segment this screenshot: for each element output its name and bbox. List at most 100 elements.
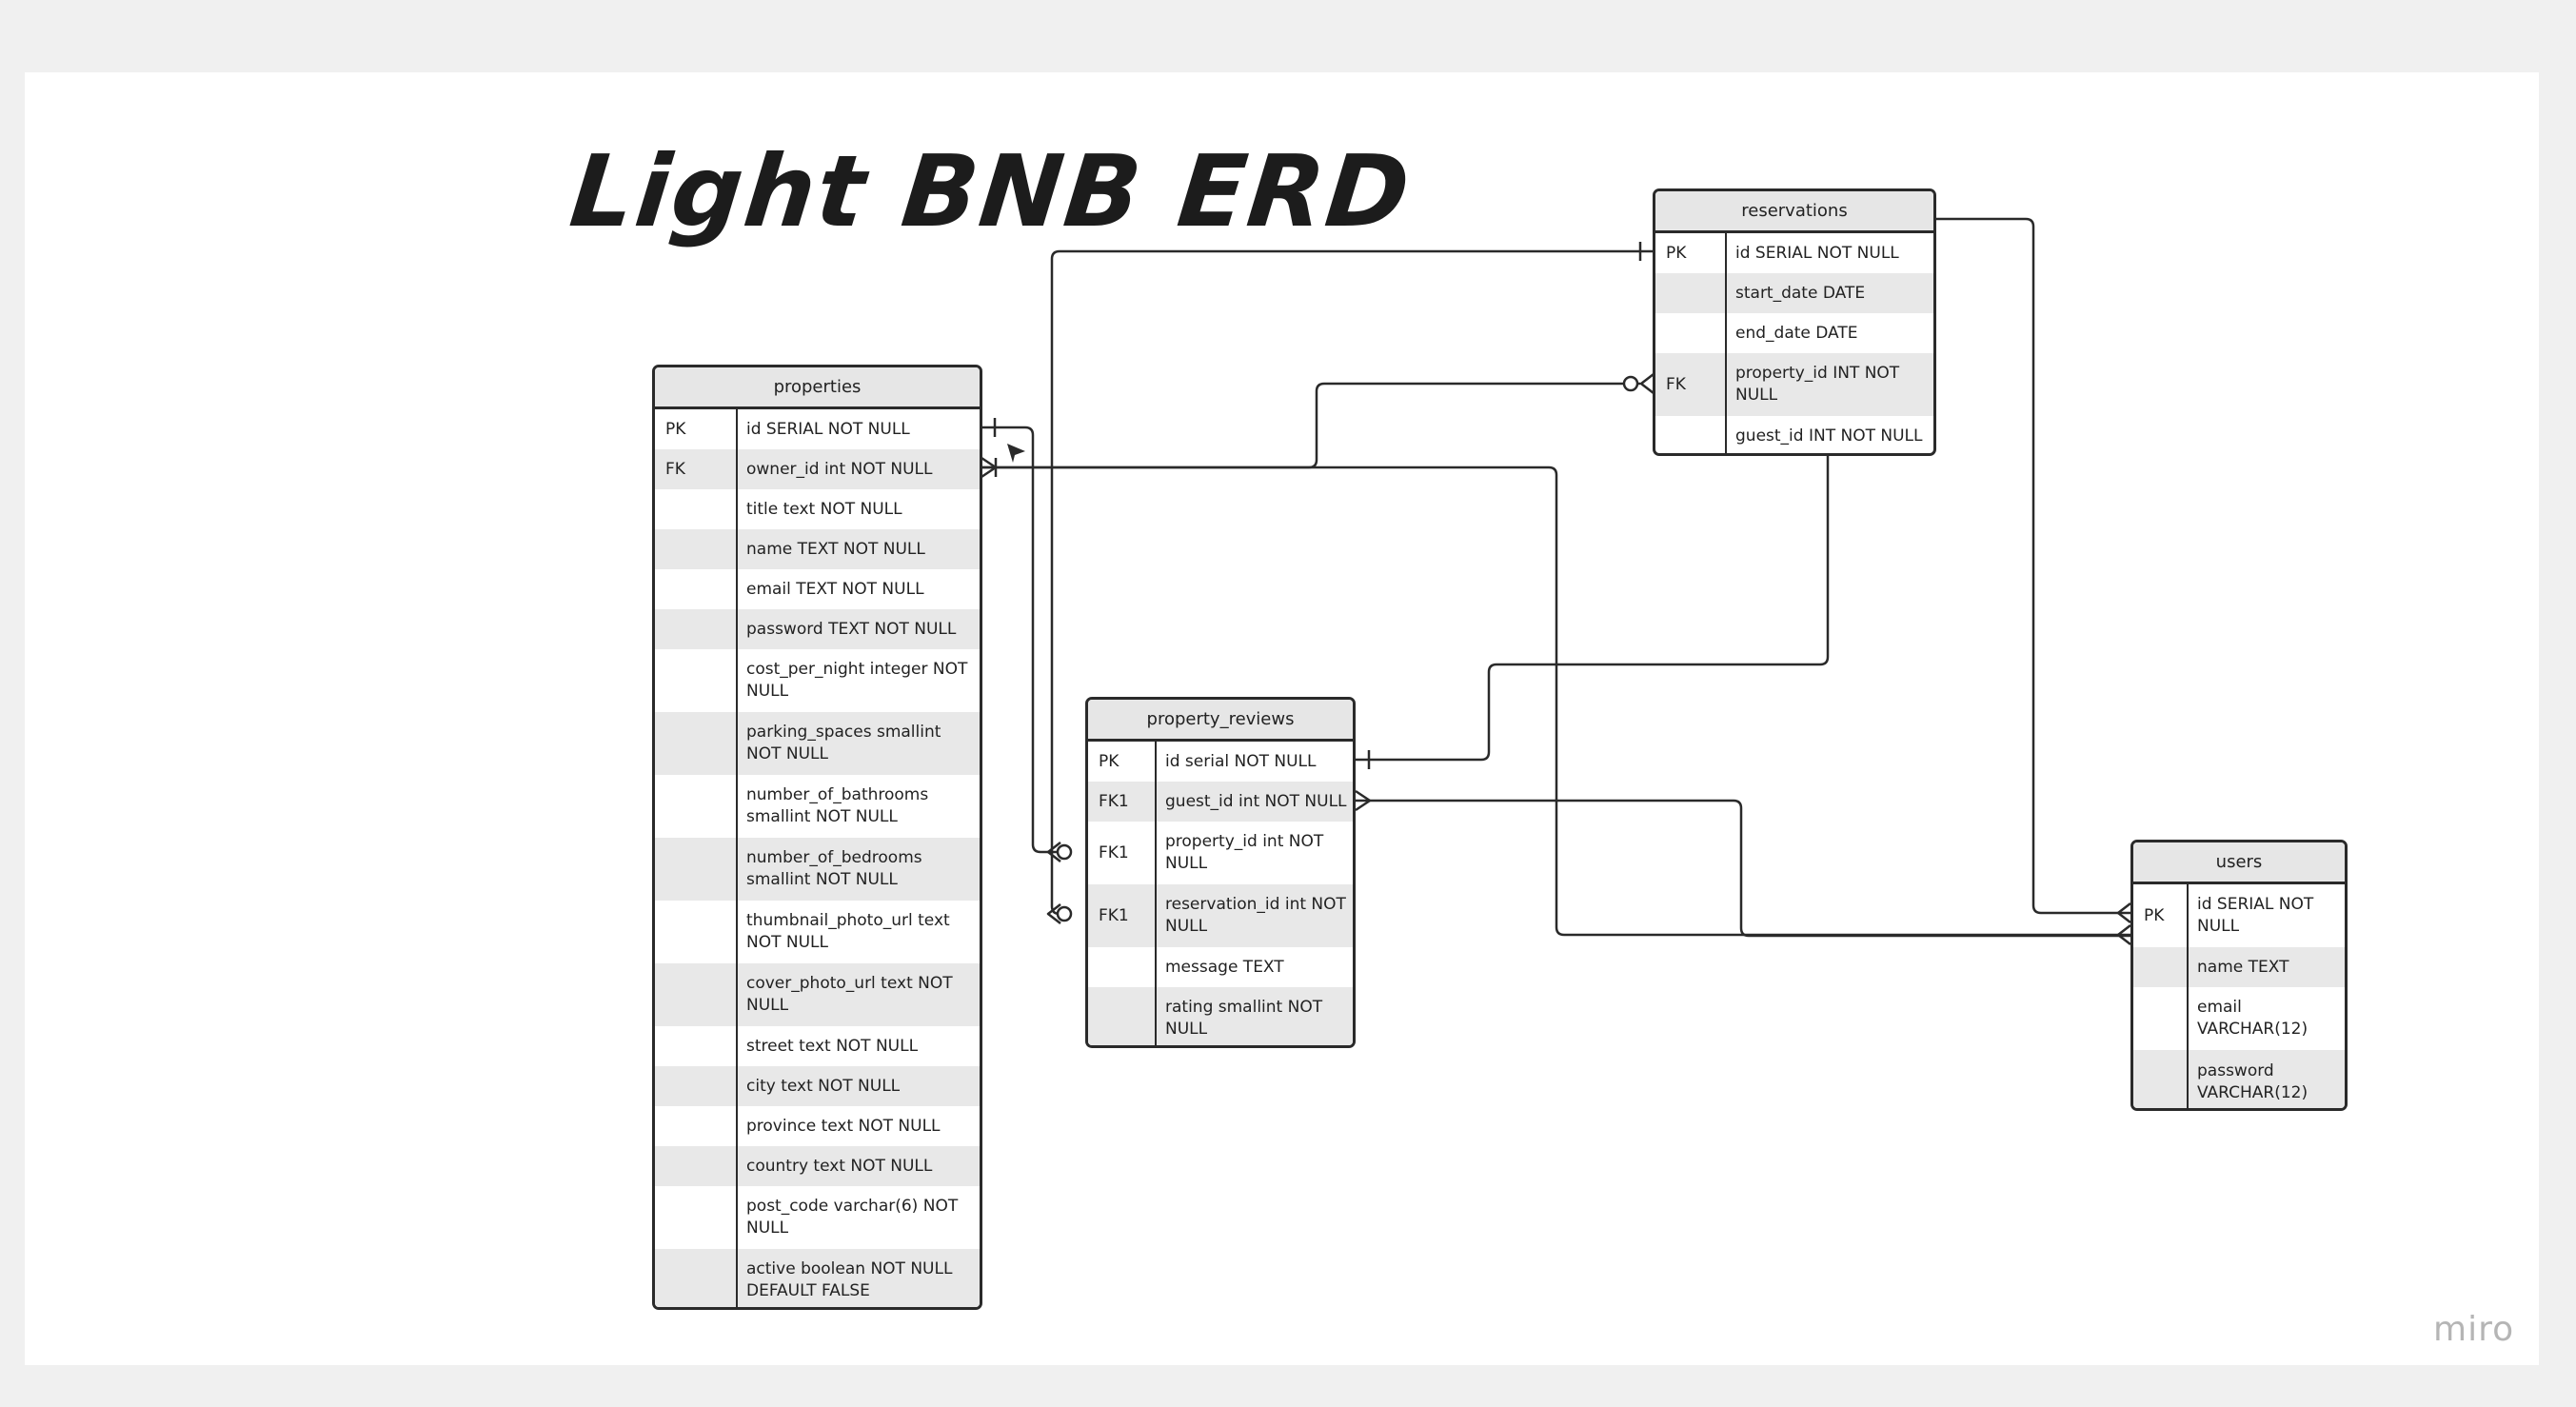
key-cell (655, 838, 736, 901)
field-cell: id serial NOT NULL (1165, 751, 1317, 771)
field-cell: rating smallint NOT NULL (1165, 997, 1323, 1039)
field-cell: message TEXT (1165, 957, 1284, 977)
key-cell: FK (1666, 375, 1686, 394)
key-cell (655, 1026, 736, 1066)
key-cell (2133, 987, 2187, 1050)
field-cell: title text NOT NULL (746, 499, 902, 519)
table-row[interactable]: street text NOT NULL (655, 1026, 980, 1066)
field-cell: email TEXT NOT NULL (746, 579, 924, 599)
table-row[interactable]: city text NOT NULL (655, 1066, 980, 1106)
marker-many-users-b (2116, 924, 2131, 945)
table-row[interactable]: post_code varchar(6) NOT NULL (655, 1186, 980, 1249)
table-row[interactable]: cover_photo_url text NOT NULL (655, 963, 980, 1026)
marker-zero-or-many-review-reservation (1046, 903, 1061, 924)
table-row[interactable]: email VARCHAR(12) (2133, 987, 2345, 1050)
marker-many-reviews-guest-id (1355, 789, 1372, 812)
field-cell: cost_per_night integer NOT NULL (746, 660, 968, 701)
key-cell: PK (2144, 906, 2165, 925)
key-cell (655, 489, 736, 529)
connector-reviews-to-users (1356, 799, 2130, 938)
table-row[interactable]: title text NOT NULL (655, 489, 980, 529)
marker-zero-circle-review-reservation (1056, 905, 1073, 922)
key-cell: FK1 (1099, 906, 1129, 925)
field-cell: property_id int NOT NULL (1165, 832, 1324, 873)
marker-zero-or-many-reservation-property (1639, 373, 1655, 394)
field-cell: guest_id int NOT NULL (1165, 791, 1347, 811)
marker-zero-or-many-review-property (1046, 842, 1061, 862)
key-cell: PK (1099, 752, 1120, 771)
field-cell: guest_id INT NOT NULL (1735, 426, 1923, 446)
field-cell: password TEXT NOT NULL (746, 619, 957, 639)
key-cell: PK (665, 420, 686, 439)
table-row[interactable]: password VARCHAR(12) (2133, 1050, 2345, 1108)
table-row[interactable]: country text NOT NULL (655, 1146, 980, 1186)
table-row[interactable]: province text NOT NULL (655, 1106, 980, 1146)
table-row[interactable]: FK1 property_id int NOT NULL (1088, 822, 1353, 884)
key-cell (655, 963, 736, 1026)
key-cell (2133, 947, 2187, 987)
marker-zero-circle-review-property (1056, 843, 1073, 861)
key-cell (655, 1066, 736, 1106)
key-cell (655, 1249, 736, 1307)
table-row[interactable]: PK id SERIAL NOT NULL (2133, 884, 2345, 947)
key-cell (655, 609, 736, 649)
table-row[interactable]: name TEXT NOT NULL (655, 529, 980, 569)
key-cell: FK1 (1099, 843, 1129, 862)
table-row[interactable]: password TEXT NOT NULL (655, 609, 980, 649)
cursor-arrow-icon (1007, 444, 1025, 463)
field-cell: country text NOT NULL (746, 1156, 933, 1176)
connector-reservations-to-users (1935, 217, 2130, 915)
field-cell: id SERIAL NOT NULL (1735, 243, 1899, 263)
key-cell (1655, 273, 1725, 313)
field-cell: id SERIAL NOT NULL (2197, 895, 2314, 936)
table-row[interactable]: rating smallint NOT NULL (1088, 987, 1353, 1045)
key-cell (2133, 1050, 2187, 1108)
key-cell (655, 775, 736, 838)
table-row[interactable]: name TEXT (2133, 947, 2345, 987)
table-row[interactable]: number_of_bedrooms smallint NOT NULL (655, 838, 980, 901)
field-cell: number_of_bedrooms smallint NOT NULL (746, 848, 922, 889)
key-cell (655, 529, 736, 569)
field-cell: province text NOT NULL (746, 1116, 941, 1136)
table-row[interactable]: active boolean NOT NULL DEFAULT FALSE (655, 1249, 980, 1307)
field-cell: city text NOT NULL (746, 1076, 901, 1096)
table-row[interactable]: parking_spaces smallint NOT NULL (655, 712, 980, 775)
table-row[interactable]: start_date DATE (1655, 273, 1933, 313)
key-cell (655, 901, 736, 963)
table-row[interactable]: end_date DATE (1655, 313, 1933, 353)
key-cell (655, 1106, 736, 1146)
key-cell (655, 649, 736, 712)
marker-one-or-many-owner-id (981, 456, 998, 479)
field-cell: post_code varchar(6) NOT NULL (746, 1197, 959, 1238)
field-cell: owner_id int NOT NULL (746, 459, 933, 479)
key-cell (1088, 987, 1155, 1045)
field-cell: number_of_bathrooms smallint NOT NULL (746, 785, 929, 826)
field-cell: parking_spaces smallint NOT NULL (746, 723, 941, 763)
miro-logo: miro (2433, 1310, 2515, 1349)
table-row[interactable]: number_of_bathrooms smallint NOT NULL (655, 775, 980, 838)
field-cell: thumbnail_photo_url text NOT NULL (746, 911, 950, 952)
table-row[interactable]: email TEXT NOT NULL (655, 569, 980, 609)
marker-zero-circle-reservation-property (1622, 375, 1639, 392)
table-row[interactable]: message TEXT (1088, 947, 1353, 987)
key-cell (1088, 947, 1155, 987)
table-row[interactable]: PK id serial NOT NULL (1088, 742, 1353, 782)
field-cell: password VARCHAR(12) (2197, 1060, 2308, 1102)
key-cell (655, 569, 736, 609)
table-row[interactable]: guest_id INT NOT NULL (1655, 416, 1933, 453)
table-row[interactable]: cost_per_night integer NOT NULL (655, 649, 980, 712)
table-row[interactable]: thumbnail_photo_url text NOT NULL (655, 901, 980, 963)
